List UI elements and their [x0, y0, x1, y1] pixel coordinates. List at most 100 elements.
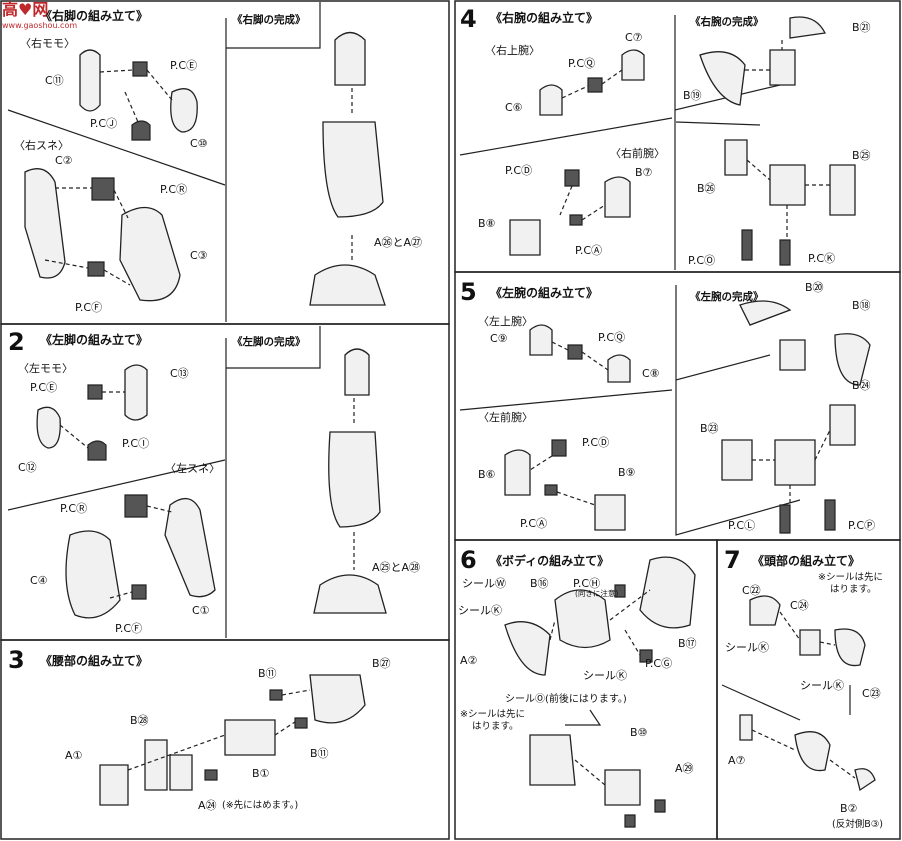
step4-label-8: B㉖: [697, 182, 716, 195]
step7-label-5: シールⓀ: [800, 679, 844, 692]
step7-label-6: C㉓: [862, 687, 881, 700]
step2-sub2: 〈左スネ〉: [165, 462, 220, 475]
step6-label-2: P.CⒽ: [573, 577, 601, 590]
step5-title: 《左腕の組み立て》: [490, 286, 599, 300]
step3-label-2: B㉘: [130, 714, 149, 727]
step2-label-8: A㉕とA㉘: [372, 561, 421, 574]
step6-label-7: シールⓀ: [583, 669, 627, 682]
step7-label-7: A⑦: [728, 754, 746, 767]
step6-label-8: P.CⒼ: [645, 657, 673, 670]
step1-label-7: P.CⒻ: [75, 301, 103, 314]
step4-label-4: B⑲: [683, 89, 702, 102]
step3-label-6: A㉔: [198, 799, 217, 812]
step4-label-3: B㉑: [852, 21, 871, 34]
step2-label-4: P.CⓇ: [60, 502, 88, 515]
step4-label-2: C⑥: [505, 101, 523, 114]
step5-label-6: P.CⒹ: [582, 436, 610, 449]
step5-label-1: C⑨: [490, 332, 508, 345]
step7-title: 《頭部の組み立て》: [752, 554, 861, 568]
step1-label-5: P.CⓇ: [160, 183, 188, 196]
step1-label-3: C⑩: [190, 137, 208, 150]
step5-label-2: P.CⓆ: [598, 331, 626, 344]
step7-label-4: シールⓀ: [725, 641, 769, 654]
step3-number: 3: [8, 646, 25, 674]
step5-label-7: B㉓: [700, 422, 719, 435]
step2-label-3: C⑫: [18, 461, 37, 474]
step5-sub1: 〈左上腕〉: [478, 315, 533, 328]
step5-label-4: C⑧: [642, 367, 660, 380]
step6-label-0: シールⓌ: [462, 577, 506, 590]
step4-label-11: P.CⓄ: [688, 254, 716, 267]
step2-label-7: P.CⒻ: [115, 622, 143, 635]
step4-label-12: P.CⓀ: [808, 252, 836, 265]
step7-number: 7: [724, 546, 741, 574]
step4-label-0: C⑦: [625, 31, 643, 44]
step2-label-5: C④: [30, 574, 48, 587]
step6-number: 6: [460, 546, 477, 574]
step6-note-line2: はります。: [472, 721, 519, 732]
step1-label-4: C②: [55, 154, 73, 167]
step5-label-10: P.CⒶ: [520, 517, 548, 530]
step4-title: 《右腕の組み立て》: [490, 11, 599, 25]
step2-label-1: C⑬: [170, 367, 189, 380]
step4-sub1: 〈右上腕〉: [485, 44, 540, 57]
step4-finished-label: 《右腕の完成》: [690, 16, 764, 28]
step7-label-9: (反対側B③): [832, 819, 883, 830]
step3-note: (※先にはめます。): [222, 800, 299, 811]
step5-label-3: B⑱: [852, 299, 871, 312]
step6-orientation-note: (向きに注意): [575, 589, 619, 598]
step1-label-2: P.CⒿ: [90, 117, 118, 130]
step6-label-13: A㉙: [675, 762, 694, 775]
step5-finished-label: 《左腕の完成》: [690, 291, 764, 303]
step4-label-1: P.CⓆ: [568, 57, 596, 70]
step4-label-10: P.CⒶ: [575, 244, 603, 257]
step1-label-6: C③: [190, 249, 208, 262]
step7-label-2: C㉒: [742, 584, 761, 597]
step2-number: 2: [8, 328, 25, 356]
step6-label-6: A②: [460, 654, 478, 667]
step2-title: 《左脚の組み立て》: [40, 333, 149, 347]
step5-label-5: B㉔: [852, 379, 871, 392]
step7-label-8: B②: [840, 802, 858, 815]
step5-label-0: B⑳: [805, 281, 824, 294]
step6-title: 《ボディの組み立て》: [490, 554, 610, 568]
step4-label-7: B㉕: [852, 149, 871, 162]
step6-label-4: シールⓀ: [458, 604, 502, 617]
step3-label-3: A①: [65, 749, 83, 762]
step4-number: 4: [460, 5, 477, 33]
step4-label-9: B⑧: [478, 217, 496, 230]
step7-note-line1: ※シールは先に: [818, 572, 883, 583]
step1-label-1: P.CⒺ: [170, 59, 198, 72]
step7-note-line2: はります。: [830, 584, 877, 595]
watermark-logo: 高♥网: [2, 0, 49, 19]
step2-label-0: P.CⒺ: [30, 381, 58, 394]
step1-sub1: 〈右モモ〉: [20, 37, 75, 50]
step6-label-12: B⑩: [630, 726, 648, 739]
step6-label-5: B⑰: [678, 637, 697, 650]
step1-sub2: 〈右スネ〉: [14, 139, 69, 152]
step1-label-8: A㉖とA㉗: [374, 236, 423, 249]
step1-title: 《右脚の組み立て》: [40, 9, 149, 23]
step2-finished-label: 《左脚の完成》: [232, 336, 306, 348]
step1-label-0: C⑪: [45, 74, 64, 87]
step1-finished-label: 《右脚の完成》: [232, 14, 306, 26]
step5-number: 5: [460, 278, 477, 306]
step4-sub2: 〈右前腕〉: [610, 147, 665, 160]
step5-label-9: B⑨: [618, 466, 636, 479]
step3-label-5: B①: [252, 767, 270, 780]
step2-sub1: 〈左モモ〉: [18, 362, 73, 375]
step3-title: 《腰部の組み立て》: [40, 654, 149, 668]
step5-label-12: P.CⓅ: [848, 519, 876, 532]
step6-label-9: シールⓄ(前後にはります。): [505, 694, 627, 705]
step3-label-4: B⑪: [310, 747, 329, 760]
watermark-url: www.gaoshou.com: [2, 21, 78, 30]
step3-label-1: B㉗: [372, 657, 391, 670]
step6-note-line1: ※シールは先に: [460, 709, 525, 720]
step7-label-3: C㉔: [790, 599, 809, 612]
step4-label-5: P.CⒹ: [505, 164, 533, 177]
step5-sub2: 〈左前腕〉: [478, 411, 533, 424]
step4-label-6: B⑦: [635, 166, 653, 179]
step3-label-0: B⑪: [258, 667, 277, 680]
